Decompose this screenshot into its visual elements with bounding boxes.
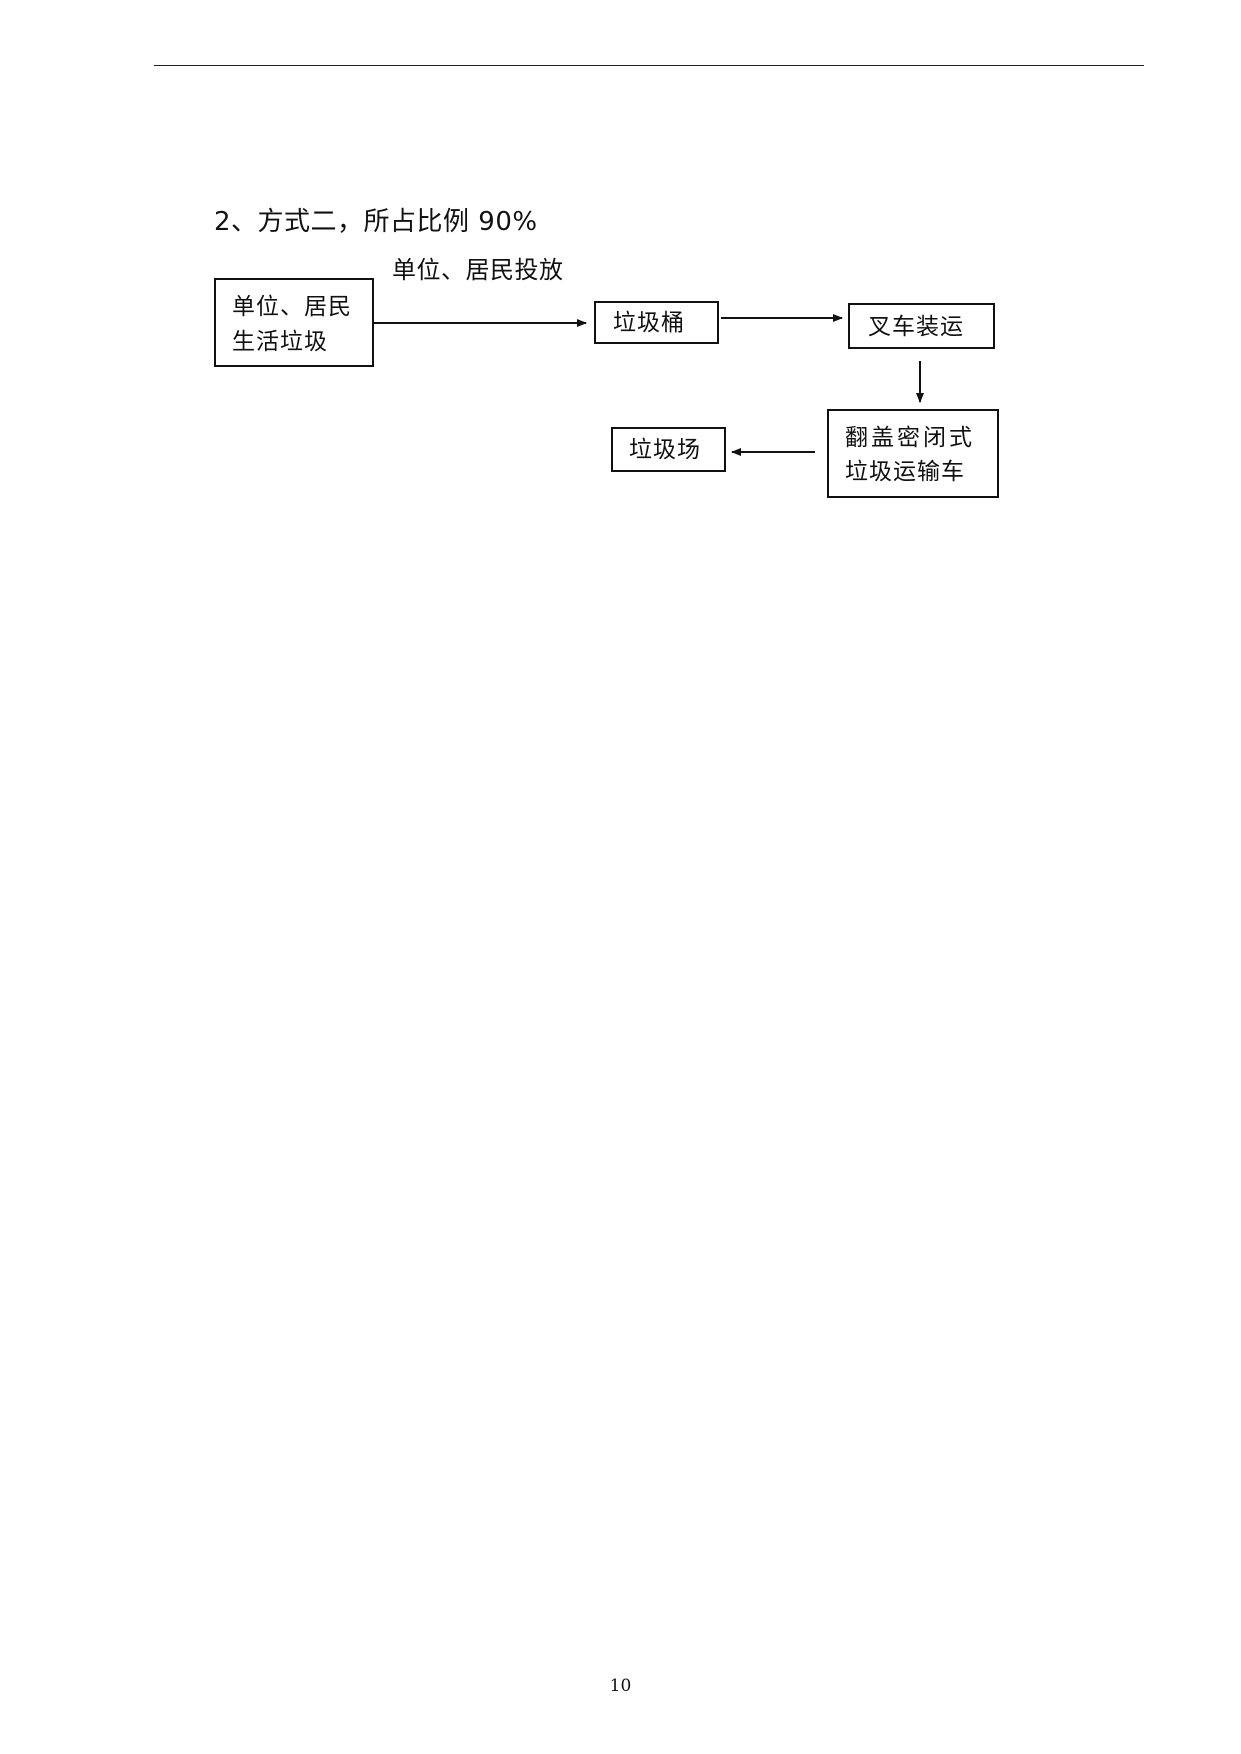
flow-node-bin: 垃圾桶 [594, 301, 719, 344]
flow-node-landfill: 垃圾场 [611, 427, 726, 472]
flow-node-truck: 翻盖密闭式 垃圾运输车 [827, 409, 999, 498]
flow-node-truck-line1: 翻盖密闭式 [845, 425, 975, 451]
flow-node-forklift-label: 叉车装运 [868, 314, 964, 340]
flow-node-source: 单位、居民 生活垃圾 [214, 278, 374, 367]
flow-node-forklift: 叉车装运 [848, 303, 995, 349]
header-rule [154, 65, 1144, 66]
edge-label-deposit: 单位、居民投放 [392, 256, 564, 284]
flow-node-source-line1: 单位、居民 [232, 294, 352, 320]
flow-node-bin-label: 垃圾桶 [613, 310, 685, 336]
page-number: 10 [609, 1676, 632, 1696]
flow-node-truck-line2: 垃圾运输车 [845, 459, 965, 485]
section-heading: 2、方式二，所占比例 90% [214, 207, 538, 237]
flow-node-source-line2: 生活垃圾 [232, 329, 328, 355]
flow-node-landfill-label: 垃圾场 [629, 437, 701, 463]
